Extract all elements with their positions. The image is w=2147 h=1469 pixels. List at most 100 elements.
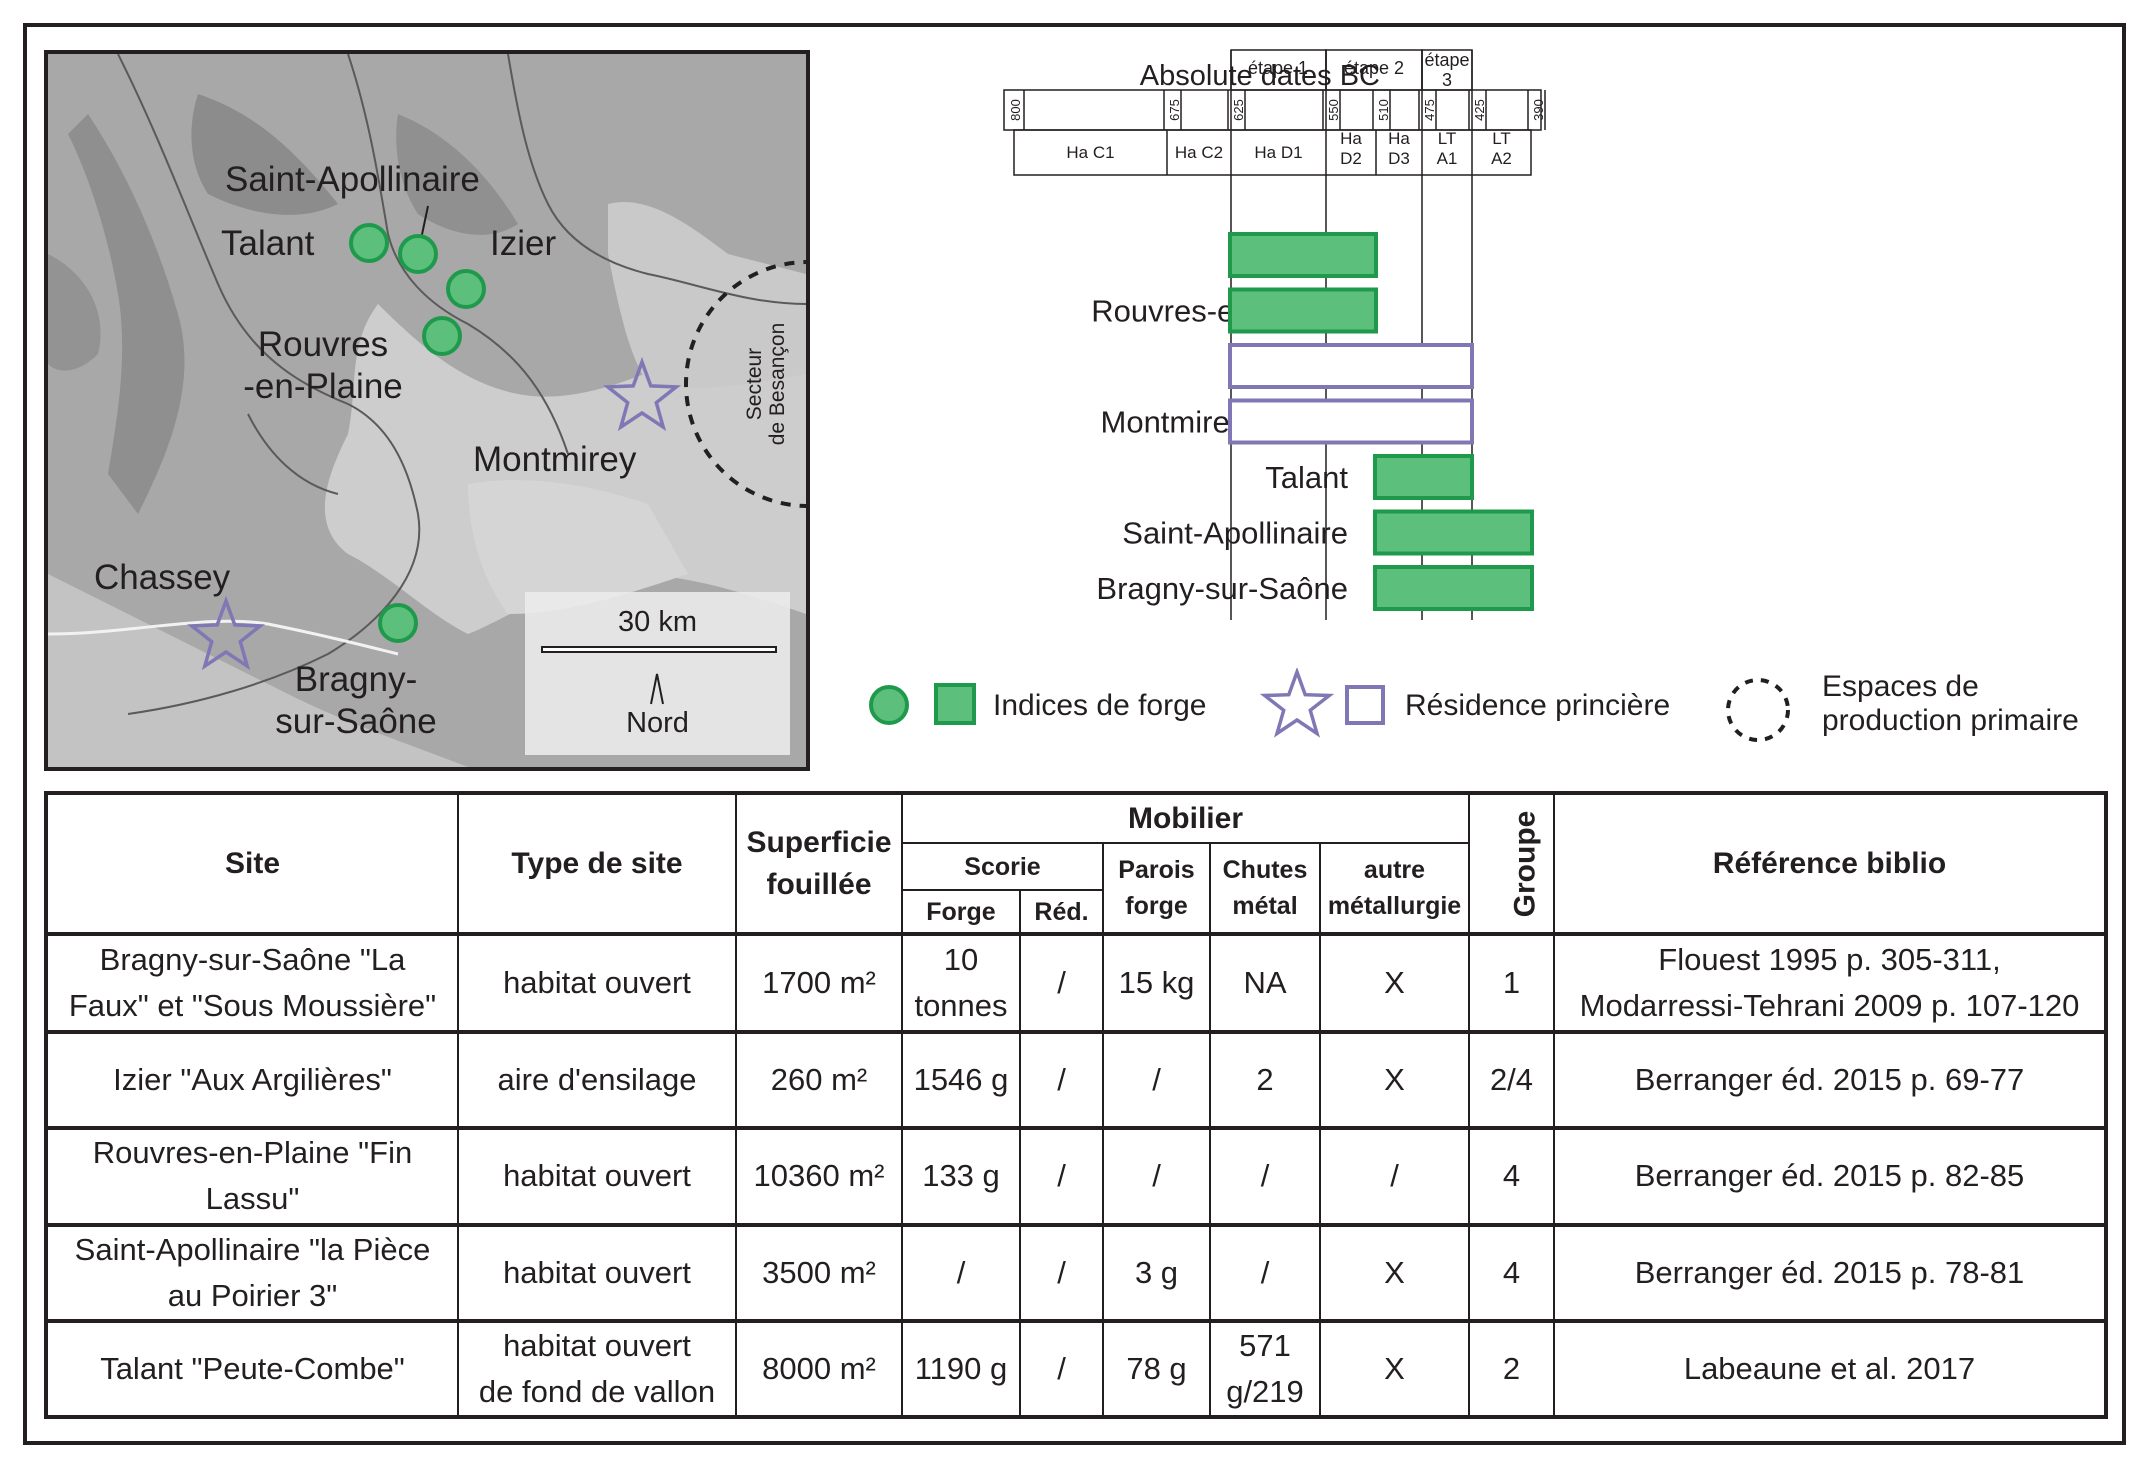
header-red: Réd.: [1019, 889, 1104, 935]
period-label: LT: [1492, 129, 1511, 148]
cell-ref: Berranger éd. 2015 p. 69-77: [1553, 1030, 2107, 1130]
timeline-heading: Absolute dates BC: [1140, 60, 1380, 92]
date-label: 390: [1531, 99, 1546, 121]
map-label-izier: Izier: [490, 224, 557, 263]
forge-marker-saint-apollinaire: [398, 234, 438, 274]
period-label: Ha: [1340, 129, 1362, 148]
cell-chutes: /: [1209, 1126, 1321, 1226]
period-label: D3: [1388, 149, 1410, 168]
date-label: 625: [1231, 99, 1246, 121]
map-label-rouvres-line1: Rouvres: [257, 325, 389, 364]
cell-chutes: 2: [1209, 1030, 1321, 1130]
cell-autre: X: [1319, 1318, 1470, 1419]
scale-box: 30 km Nord: [525, 592, 790, 755]
cell-superficie: 1700 m²: [735, 931, 903, 1034]
legend-primary-label-line2: production primaire: [1822, 704, 2079, 737]
cell-superficie: 8000 m²: [735, 1318, 903, 1419]
legend-residence-star-icon: [1259, 668, 1335, 738]
cell-chutes: NA: [1209, 931, 1321, 1034]
cell-type: aire d'ensilage: [457, 1030, 737, 1130]
cell-groupe: 4: [1468, 1222, 1555, 1322]
etape-label: étape: [1424, 50, 1469, 70]
cell-groupe: 4: [1468, 1126, 1555, 1226]
cell-forge: 1546 g: [901, 1030, 1021, 1130]
site-bar: [1373, 454, 1474, 500]
period-label: Ha C1: [1066, 143, 1114, 162]
legend-residence-label: Résidence princière: [1405, 689, 1671, 722]
legend-forge-square-icon: [934, 683, 976, 725]
scale-bar: [541, 646, 777, 653]
legend-primary-label-line1: Espaces de: [1822, 670, 1979, 703]
north-label: Nord: [626, 707, 689, 739]
etape-label: étape 2: [1344, 58, 1404, 78]
period-label: D2: [1340, 149, 1362, 168]
cell-autre: X: [1319, 1222, 1470, 1322]
relief-background: [48, 54, 806, 767]
cell-ref: Berranger éd. 2015 p. 78-81: [1553, 1222, 2107, 1322]
period-label: A1: [1437, 149, 1458, 168]
map-label-secteur: Secteur de Besançon: [743, 322, 789, 446]
scale-label: 30 km: [618, 606, 697, 638]
cell-superficie: 10360 m²: [735, 1126, 903, 1226]
cell-autre: /: [1319, 1126, 1470, 1226]
figure-frame: [23, 23, 2126, 1445]
forge-marker-rouvres: [422, 316, 462, 356]
cell-type: habitat ouvert: [457, 1126, 737, 1226]
site-bar: [1373, 509, 1534, 556]
north-arrow-icon: [650, 673, 664, 705]
site-bar: [1228, 398, 1474, 445]
header-site: Site: [45, 792, 459, 935]
header-groupe: Groupe: [1468, 792, 1555, 935]
map-label-talant: Talant: [221, 224, 315, 263]
cell-groupe: 1: [1468, 931, 1555, 1034]
period-label: Ha C2: [1175, 143, 1223, 162]
date-label: 550: [1326, 99, 1341, 121]
legend-residence-square-icon: [1345, 685, 1385, 725]
forge-marker-bragny: [378, 603, 418, 643]
forge-marker-talant: [349, 223, 389, 263]
period-label: A2: [1491, 149, 1512, 168]
cell-forge: /: [901, 1222, 1021, 1322]
site-bar: [1228, 287, 1378, 334]
legend-forge-circle-icon: [869, 685, 909, 725]
site-bar: [1373, 565, 1534, 611]
cell-autre: X: [1319, 1030, 1470, 1130]
cell-superficie: 3500 m²: [735, 1222, 903, 1322]
cell-red: /: [1019, 1318, 1104, 1419]
secteur-circle: [684, 260, 806, 508]
site-label: Bragny-sur-Saône: [1096, 571, 1348, 606]
cell-ref: Labeaune et al. 2017: [1553, 1318, 2107, 1419]
cell-red: /: [1019, 1126, 1104, 1226]
header-forge: Forge: [901, 889, 1021, 935]
map-label-saint-apollinaire: Saint-Apollinaire: [225, 160, 480, 199]
header-mobilier: Mobilier: [901, 792, 1470, 844]
cell-chutes: /: [1209, 1222, 1321, 1322]
cell-parois: /: [1102, 1030, 1211, 1130]
timeline-bars: [1228, 232, 1534, 611]
site-label: Saint-Apollinaire: [1122, 516, 1348, 551]
etape-label: 3: [1442, 70, 1452, 90]
cell-type: habitat ouvert: [457, 931, 737, 1034]
cell-groupe: 2: [1468, 1318, 1555, 1419]
cell-red: /: [1019, 931, 1104, 1034]
date-label: 510: [1376, 99, 1391, 121]
cell-site: Talant "Peute-Combe": [45, 1318, 459, 1419]
cell-red: /: [1019, 1030, 1104, 1130]
legend-forge-icons: [869, 683, 976, 725]
cell-ref: Flouest 1995 p. 305-311,Modarressi-Tehra…: [1553, 931, 2107, 1034]
map-label-rouvres-line2: -en-Plaine: [243, 367, 403, 406]
